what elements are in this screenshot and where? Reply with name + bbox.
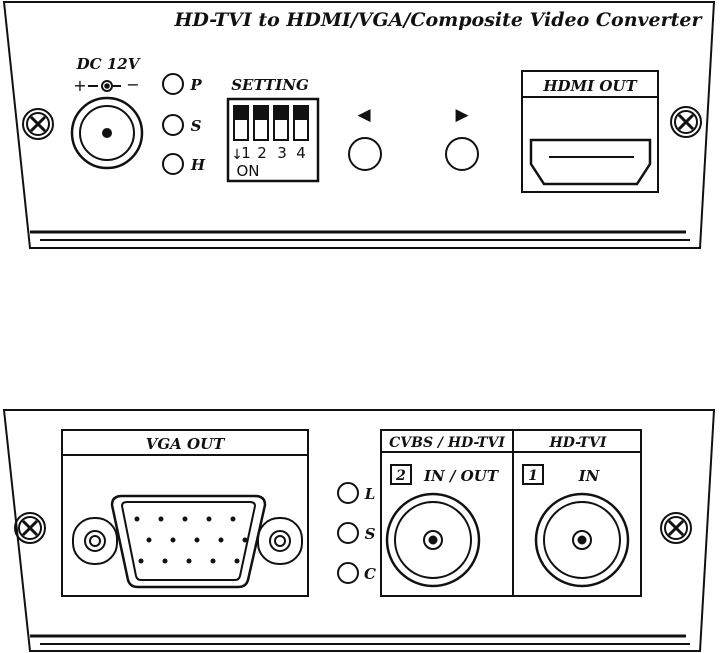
dip-switch[interactable]: ↓ 1 2 3 4 ON xyxy=(226,97,320,183)
bnc-ports-section: CVBS / HD-TVI HD-TVI 2 IN / OUT 1 IN xyxy=(380,429,642,597)
dip-switch-4[interactable] xyxy=(293,105,309,141)
port-number-box-2 xyxy=(390,464,412,485)
port-number-2: 2 xyxy=(395,468,406,484)
rear-panel-outline xyxy=(2,409,716,652)
dip-switch-3[interactable] xyxy=(273,105,289,141)
led-indicator-c: C xyxy=(337,562,376,584)
port-number-1: 1 xyxy=(528,468,538,484)
led-indicator-l: L xyxy=(337,482,376,504)
screw-icon xyxy=(22,108,54,140)
dc-power-jack[interactable] xyxy=(70,96,144,170)
front-panel: HD-TVI to HDMI/VGA/Composite Video Conve… xyxy=(2,0,716,249)
vga-out-label: VGA OUT xyxy=(146,435,226,453)
cvbs-header: CVBS / HD-TVI xyxy=(389,435,505,451)
setting-label: SETTING xyxy=(231,76,309,94)
front-panel-outline xyxy=(2,0,716,249)
hdtvi-bnc-connector[interactable] xyxy=(534,492,630,588)
screw-icon xyxy=(660,512,692,544)
led-indicator-s: S xyxy=(162,114,202,136)
polarity-icon xyxy=(88,80,121,92)
down-arrow-icon: ↓ xyxy=(231,147,243,163)
cvbs-bnc-connector[interactable] xyxy=(385,492,481,588)
cvbs-port-label: IN / OUT xyxy=(423,467,500,485)
right-arrow-icon: ▶ xyxy=(455,105,469,125)
led-label-p: P xyxy=(189,76,202,94)
led-label-c: C xyxy=(364,565,376,583)
right-button[interactable] xyxy=(445,137,479,171)
switch-on-label: ON xyxy=(236,162,259,180)
hdmi-out-section: HDMI OUT xyxy=(521,70,659,193)
led-label-s: S xyxy=(191,117,202,135)
left-button[interactable] xyxy=(348,137,382,171)
switch-number-4: 4 xyxy=(296,144,306,162)
switch-number-2: 2 xyxy=(257,144,267,162)
screw-icon xyxy=(670,106,702,138)
front-panel-title: HD-TVI to HDMI/VGA/Composite Video Conve… xyxy=(173,9,703,31)
led-label-l: L xyxy=(364,485,376,503)
vga-out-section: VGA OUT xyxy=(61,429,309,597)
power-plus-label: + xyxy=(73,76,86,95)
led-indicator-p: P xyxy=(162,73,202,95)
hdtvi-header: HD-TVI xyxy=(549,435,607,451)
vga-pins xyxy=(134,516,248,564)
dip-switch-1[interactable] xyxy=(233,105,249,141)
led-label-s: S xyxy=(365,525,376,543)
switch-number-1: 1 xyxy=(241,144,251,162)
hdmi-port[interactable] xyxy=(529,138,652,186)
vga-port[interactable] xyxy=(72,494,303,589)
dip-switch-2[interactable] xyxy=(253,105,269,141)
switch-number-3: 3 xyxy=(277,144,287,162)
led-indicator-s: S xyxy=(337,522,376,544)
led-indicator-h: H xyxy=(162,153,206,175)
power-minus-label: − xyxy=(126,75,139,94)
hdmi-out-label: HDMI OUT xyxy=(542,77,638,95)
screw-icon xyxy=(14,512,46,544)
port-number-box-1 xyxy=(522,464,544,485)
rear-panel: VGA OUT xyxy=(2,409,716,652)
hdtvi-port-label: IN xyxy=(578,467,601,485)
power-label: DC 12V xyxy=(76,55,141,73)
left-arrow-icon: ◀ xyxy=(357,105,371,125)
led-label-h: H xyxy=(190,156,206,174)
